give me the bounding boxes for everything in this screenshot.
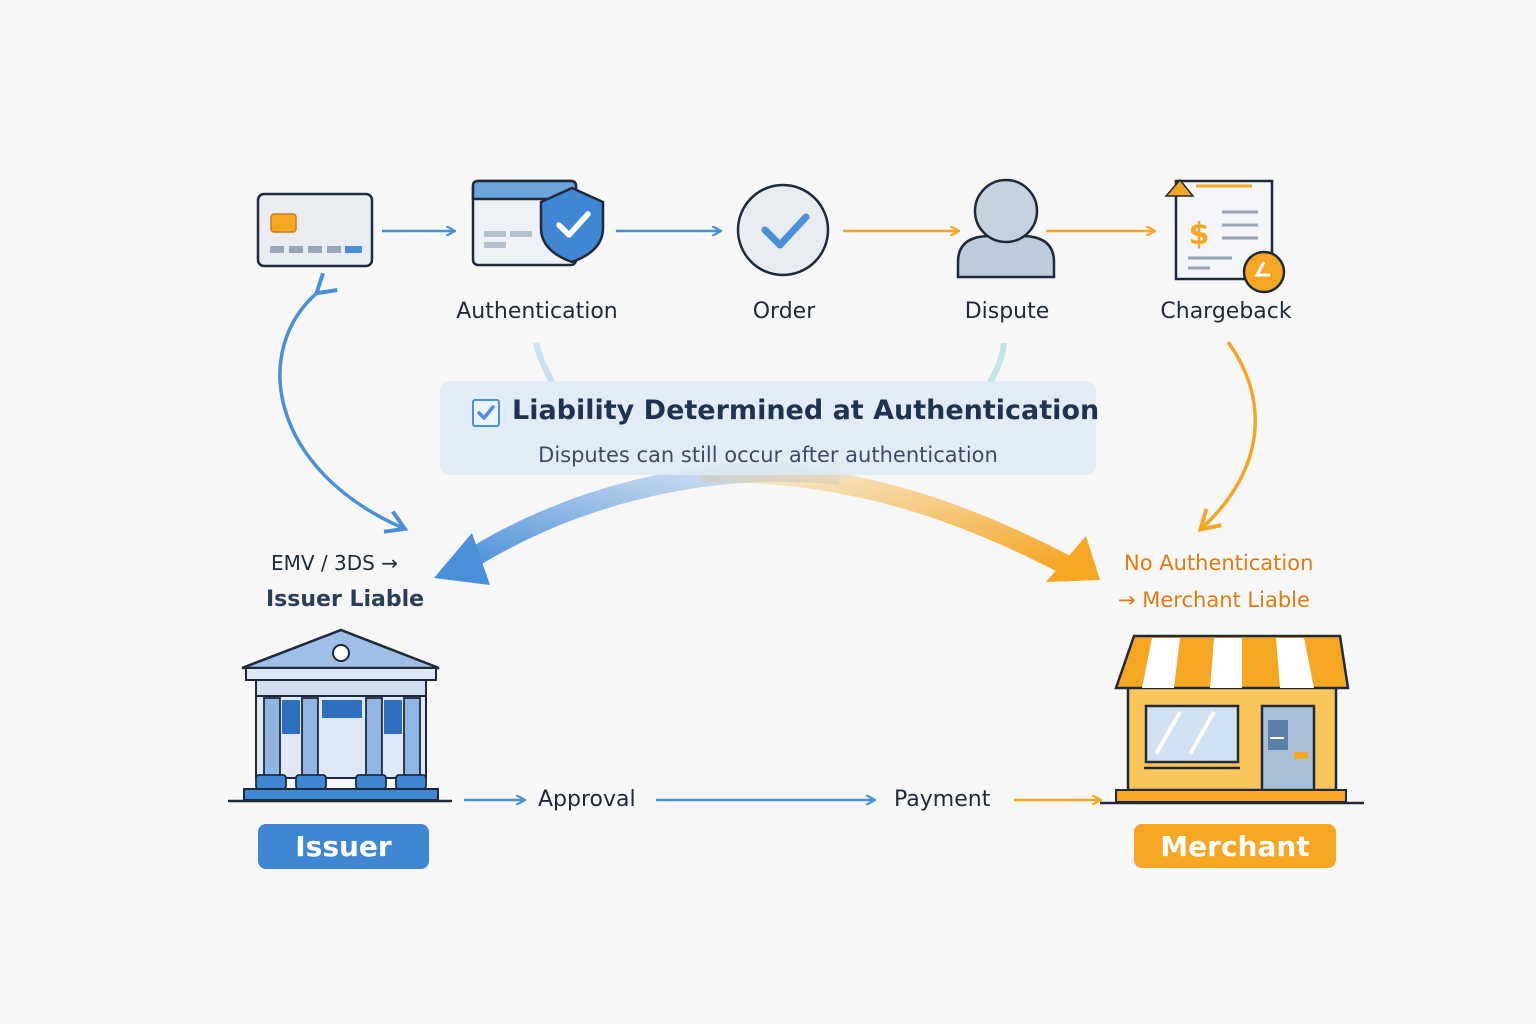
callout-subtitle: Disputes can still occur after authentic… bbox=[538, 443, 998, 467]
step-label-order: Order bbox=[752, 299, 816, 324]
arrow-chargeback-to-merchant bbox=[1197, 340, 1257, 532]
person-icon bbox=[956, 178, 1056, 279]
check-circle-icon bbox=[736, 183, 830, 277]
bank-icon bbox=[228, 628, 452, 803]
issuer-badge: Issuer bbox=[258, 824, 429, 869]
shield-browser-icon bbox=[471, 179, 605, 267]
big-arrow-to-issuer-shaft bbox=[454, 461, 842, 575]
payment-label: Payment bbox=[894, 787, 991, 812]
step-label-dispute: Dispute bbox=[964, 299, 1050, 324]
svg-text:$: $ bbox=[1189, 217, 1210, 252]
merchant-rule-line1: No Authentication bbox=[1124, 551, 1314, 575]
callout-title: Liability Determined at Authentication bbox=[512, 395, 1100, 426]
step-label-chargeback: Chargeback bbox=[1160, 299, 1292, 324]
credit-card-icon bbox=[256, 192, 374, 268]
loop-arrow-issuer-card bbox=[278, 272, 409, 534]
issuer-rule-line2: Issuer Liable bbox=[266, 587, 425, 612]
big-arrow-to-issuer-head bbox=[434, 533, 490, 585]
merchant-rule-line2: → Merchant Liable bbox=[1118, 588, 1310, 612]
faint-line-right bbox=[987, 342, 1007, 384]
merchant-badge: Merchant bbox=[1134, 824, 1336, 868]
step-label-authentication: Authentication bbox=[456, 299, 618, 324]
store-icon bbox=[1100, 634, 1364, 805]
chargeback-document-icon: $ bbox=[1164, 178, 1286, 294]
approval-label: Approval bbox=[538, 787, 636, 812]
checkbox-icon bbox=[472, 399, 500, 427]
faint-line-left bbox=[533, 342, 555, 384]
issuer-rule-line1: EMV / 3DS → bbox=[271, 551, 398, 575]
big-arrow-to-merchant-head bbox=[1046, 536, 1100, 582]
big-arrow-to-merchant-shaft bbox=[699, 461, 1073, 575]
liability-callout: Liability Determined at Authentication D… bbox=[440, 381, 1100, 475]
